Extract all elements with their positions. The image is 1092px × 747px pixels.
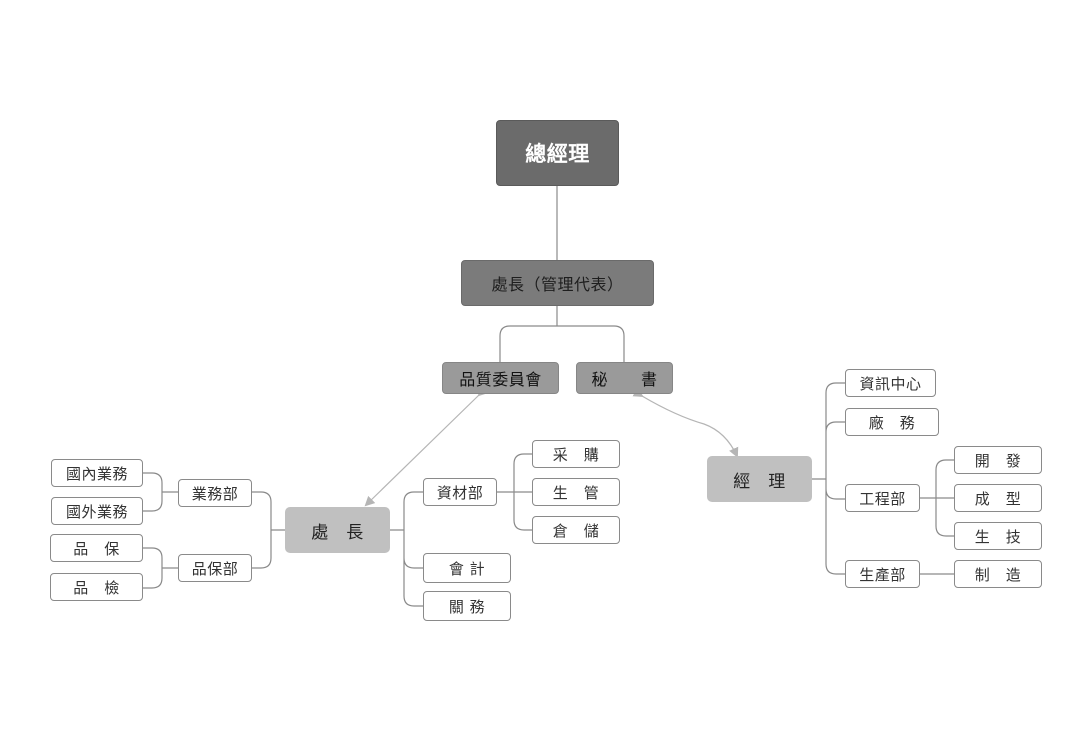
warehouse-node: 倉 儲: [532, 516, 620, 544]
connector-director-right: [390, 491, 423, 607]
it-center-node: 資訊中心: [845, 369, 936, 397]
production-dept-node: 生產部: [845, 560, 920, 588]
materials-dept-node: 資材部: [423, 478, 497, 506]
connector-director-left: [252, 491, 285, 569]
production-control-node: 生 管: [532, 478, 620, 506]
quality-committee-node: 品質委員會: [442, 362, 559, 394]
manufacturing-node: 制 造: [954, 560, 1042, 588]
factory-affairs-node: 廠 務: [845, 408, 939, 436]
accounting-node: 會 計: [423, 553, 511, 583]
manager-node: 經 理: [707, 456, 812, 502]
double-arrow-secretary-manager: [632, 387, 739, 458]
connector-rep-children: [499, 306, 625, 362]
customs-node: 關 務: [423, 591, 511, 621]
foreign-sales-node: 國外業務: [51, 497, 143, 525]
quality-inspection-node: 品 檢: [50, 573, 143, 601]
molding-node: 成 型: [954, 484, 1042, 512]
connector-materials-children: [497, 453, 532, 531]
quality-assurance-node: 品 保: [50, 534, 143, 562]
sales-dept-node: 業務部: [178, 479, 252, 507]
connector-sales-children: [143, 472, 178, 512]
secretary-node: 秘 書: [576, 362, 673, 394]
connector-qa-children: [143, 547, 178, 589]
connector-engineering-children: [920, 459, 954, 537]
double-arrow-committee-director: [364, 385, 489, 507]
production-tech-node: 生 技: [954, 522, 1042, 550]
director-node: 處 長: [285, 507, 390, 553]
domestic-sales-node: 國內業務: [51, 459, 143, 487]
engineering-dept-node: 工程部: [845, 484, 920, 512]
director-management-rep-node: 處長（管理代表）: [461, 260, 654, 306]
connector-manager-right: [812, 382, 845, 575]
purchasing-node: 采 購: [532, 440, 620, 468]
general-manager-node: 總經理: [496, 120, 619, 186]
qa-dept-node: 品保部: [178, 554, 252, 582]
development-node: 開 發: [954, 446, 1042, 474]
